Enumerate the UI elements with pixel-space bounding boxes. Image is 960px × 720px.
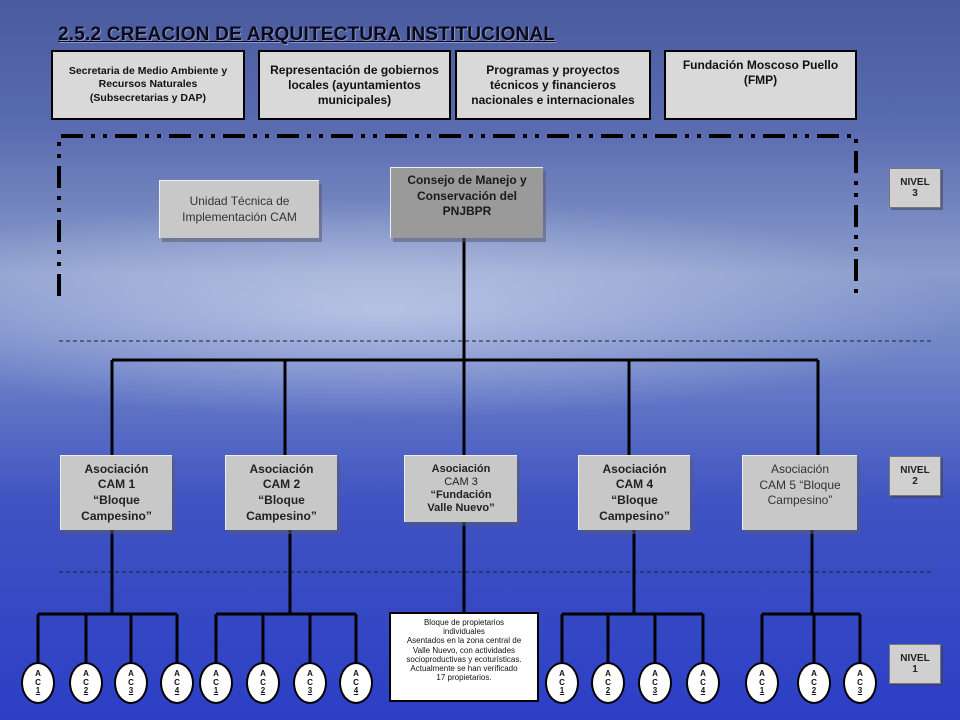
page-title: 2.5.2 CREACION DE ARQUITECTURA INSTITUCI… [58,24,556,45]
box-gobiernos-locales: Representación de gobiernos locales (ayu… [258,50,451,120]
level3-frame [57,134,858,296]
unidad-tecnica-box: Unidad Técnica de Implementación CAM [159,180,319,238]
bloque-propietarios-box: Bloque de propietarios individuales Asen… [389,612,539,702]
box-fundacion-moscoso: Fundación Moscoso Puello (FMP) [664,50,857,120]
consejo-box: Consejo de Manejo y Conservación del PNJ… [390,167,543,238]
box-secretaria: Secretaria de Medio Ambiente y Recursos … [51,50,245,120]
box-programas-proyectos: Programas y proyectos técnicos y financi… [455,50,651,120]
